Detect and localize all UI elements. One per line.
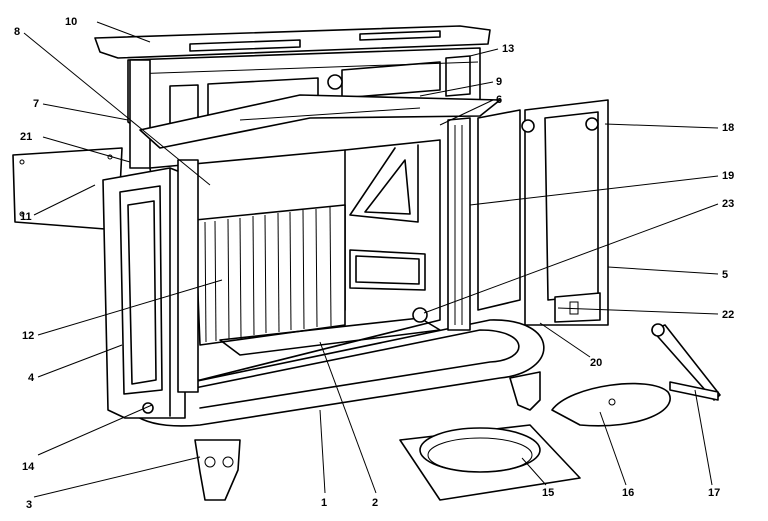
callout-17: 17 [708,487,720,499]
callout-10: 10 [65,16,77,28]
callout-1: 1 [321,497,327,509]
left-door [102,159,199,419]
callout-8: 8 [14,26,20,38]
callout-9: 9 [496,76,502,88]
grate [194,204,346,346]
callout-5: 5 [722,269,728,281]
ash-ring [399,424,581,501]
callout-15: 15 [542,487,554,499]
callout-23: 23 [722,198,734,210]
callout-16: 16 [622,487,634,499]
top-assembly [94,25,501,169]
callout-22: 22 [722,309,734,321]
callout-7: 7 [33,98,39,110]
callout-11: 11 [20,211,32,223]
callout-2: 2 [372,497,378,509]
callout-3: 3 [26,499,32,511]
damper-plate [551,382,671,427]
leader-lines [23,21,719,498]
callout-4: 4 [28,372,35,384]
right-door [412,99,609,331]
lever [651,323,721,401]
callout-14: 14 [22,461,35,473]
callout-12: 12 [22,330,34,342]
callout-20: 20 [590,357,602,369]
callout-21: 21 [20,131,32,143]
callout-6: 6 [496,94,502,106]
callout-18: 18 [722,122,734,134]
callout-13: 13 [502,43,514,55]
callout-19: 19 [722,170,734,182]
legs [194,371,541,501]
callout-labels: 10 8 13 9 6 7 21 18 11 19 23 5 12 22 4 2… [14,16,734,511]
